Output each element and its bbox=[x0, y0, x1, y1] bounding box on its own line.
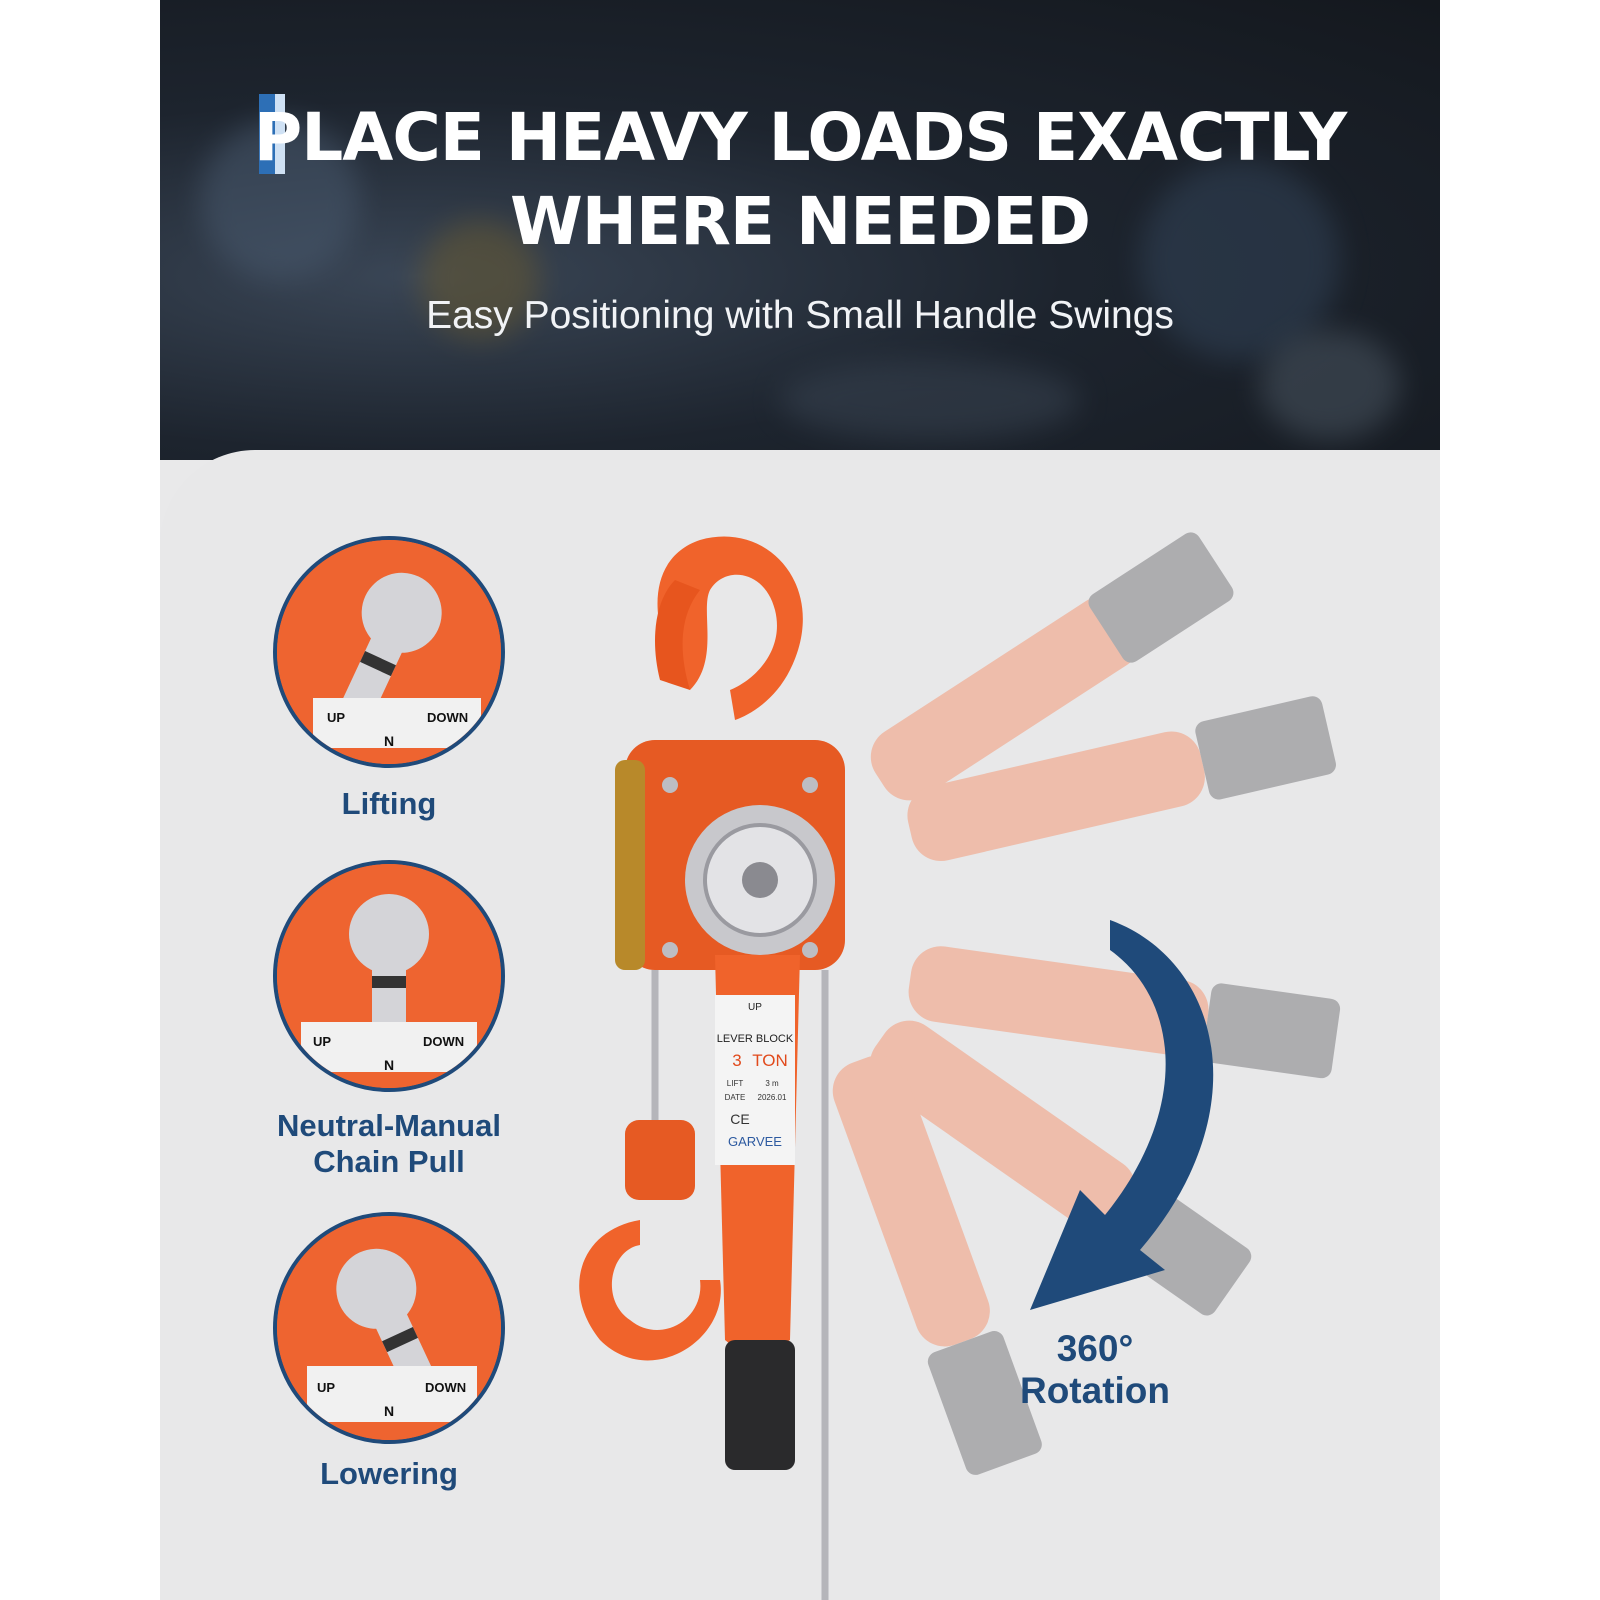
rotation-value: 360° bbox=[1056, 1328, 1134, 1369]
mode-neutral-image: UP DOWN N bbox=[273, 860, 505, 1092]
ghost-grip bbox=[1202, 983, 1341, 1079]
chain-icon bbox=[651, 970, 829, 1600]
rotation-callout: 360° Rotation bbox=[995, 1328, 1195, 1412]
rotation-label: Rotation bbox=[1019, 1370, 1171, 1411]
svg-text:UP: UP bbox=[748, 1002, 762, 1013]
mode-neutral-label: Neutral-Manual Chain Pull bbox=[263, 1108, 515, 1180]
plate-lift-value: 3 m bbox=[765, 1079, 779, 1088]
dial-up-label: UP bbox=[327, 710, 345, 725]
bokeh-light bbox=[780, 360, 1080, 440]
dial-up-label: UP bbox=[317, 1380, 335, 1395]
mode-neutral-label-line-2: Chain Pull bbox=[313, 1144, 465, 1179]
mode-lifting-label: Lifting bbox=[341, 786, 437, 821]
ghost-handle bbox=[869, 1020, 1136, 1232]
page-subtitle: Easy Positioning with Small Handle Swing… bbox=[426, 294, 1174, 337]
ghost-grip bbox=[927, 1331, 1042, 1475]
mode-lowering-image: UP DOWN N bbox=[273, 1212, 505, 1444]
mode-lifting-image: UP DOWN N bbox=[273, 536, 505, 768]
hero-background bbox=[160, 0, 1440, 460]
ghost-handle bbox=[832, 1055, 990, 1347]
plate-up: UP bbox=[748, 1002, 762, 1013]
dial-neutral-label: N bbox=[384, 733, 394, 749]
grip-icon bbox=[725, 1340, 795, 1470]
ghost-grip bbox=[1195, 696, 1336, 800]
dial-down-label: DOWN bbox=[427, 710, 468, 725]
plate-capacity: 3 bbox=[732, 1051, 741, 1070]
bottom-hook-block bbox=[625, 1120, 695, 1200]
ghost-handle bbox=[907, 731, 1205, 862]
dial-up-label: UP bbox=[313, 1034, 331, 1049]
dial-down-label: DOWN bbox=[425, 1380, 466, 1395]
product-panel: PLACE HEAVY LOADS EXACTLY WHERE NEEDED E… bbox=[160, 0, 1440, 1600]
handle-swing-ghosts bbox=[832, 532, 1341, 1475]
plate-brand: GARVEE bbox=[728, 1134, 782, 1149]
plate-date-label: DATE bbox=[725, 1093, 746, 1102]
plate-date-value: 2026.01 bbox=[758, 1093, 787, 1102]
dial-neutral-label: N bbox=[384, 1057, 394, 1073]
title-accent-bar bbox=[259, 94, 285, 174]
bokeh-light bbox=[1140, 160, 1340, 360]
page-title: PLACE HEAVY LOADS EXACTLY WHERE NEEDED bbox=[160, 96, 1440, 264]
mode-neutral-label-line-1: Neutral-Manual bbox=[277, 1108, 501, 1143]
plate-title: LEVER BLOCK bbox=[717, 1033, 794, 1045]
plate-lift-label: LIFT bbox=[727, 1079, 744, 1088]
title-line-1: PLACE HEAVY LOADS EXACTLY bbox=[253, 99, 1347, 176]
ghost-grip bbox=[1088, 532, 1234, 663]
ghost-handle bbox=[908, 946, 1209, 1056]
dial-neutral-label: N bbox=[384, 1403, 394, 1419]
ghost-handle bbox=[870, 596, 1141, 801]
bokeh-light bbox=[1260, 330, 1400, 440]
top-hook-icon bbox=[657, 536, 803, 720]
mode-lowering-label: Lowering bbox=[320, 1456, 458, 1491]
bokeh-light bbox=[420, 220, 540, 340]
lever-hoist-image: UP LEVER BLOCK 3 TON LIFT 3 m DATE 2026.… bbox=[579, 536, 845, 1600]
name-plate bbox=[715, 995, 795, 1165]
plate-unit: TON bbox=[752, 1051, 788, 1070]
rotation-arrow-icon bbox=[1030, 920, 1214, 1310]
title-line-2: WHERE NEEDED bbox=[509, 183, 1091, 260]
dial-down-label: DOWN bbox=[423, 1034, 464, 1049]
bottom-hook-icon bbox=[579, 1220, 721, 1361]
plate-ce-mark: CE bbox=[730, 1111, 749, 1127]
